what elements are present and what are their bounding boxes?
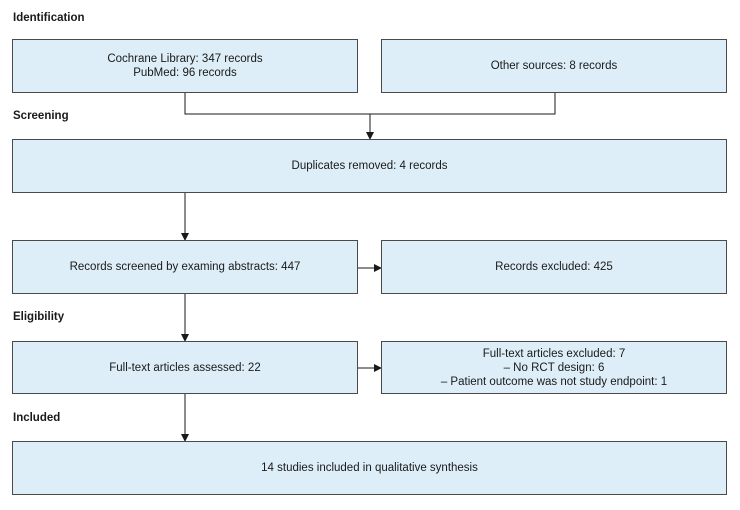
cochrane-records-text: Cochrane Library: 347 records [107, 53, 263, 65]
screened-text: Records screened by examing abstracts: 4… [69, 261, 301, 273]
excluded-box: Records excluded: 425 [381, 240, 727, 294]
fulltext-excluded-reason-endpoint: – Patient outcome was not study endpoint… [440, 375, 668, 388]
stage-label-identification: Identification [13, 12, 85, 24]
duplicates-box: Duplicates removed: 4 records [12, 139, 727, 193]
other-sources-text: Other sources: 8 records [490, 60, 618, 72]
stage-label-screening: Screening [13, 110, 69, 122]
stage-label-included: Included [13, 412, 61, 424]
excluded-text: Records excluded: 425 [495, 261, 613, 273]
stage-label-eligibility: Eligibility [13, 311, 65, 323]
included-text: 14 studies included in qualitative synth… [261, 462, 478, 474]
other-sources-box: Other sources: 8 records [381, 39, 727, 93]
merge-connector [184, 93, 556, 115]
fulltext-excluded-title: Full-text articles excluded: 7 [482, 347, 626, 360]
fulltext-assessed-box: Full-text articles assessed: 22 [12, 341, 358, 394]
duplicates-text: Duplicates removed: 4 records [291, 160, 448, 172]
cochrane-pubmed-box: Cochrane Library: 347 records PubMed: 96… [12, 39, 358, 93]
pubmed-records-text: PubMed: 96 records [133, 67, 237, 79]
screened-box: Records screened by examing abstracts: 4… [12, 240, 358, 294]
fulltext-excluded-box: Full-text articles excluded: 7 – No RCT … [381, 341, 727, 394]
fulltext-assessed-text: Full-text articles assessed: 22 [109, 361, 261, 374]
included-box: 14 studies included in qualitative synth… [12, 441, 727, 495]
fulltext-excluded-reason-rct: – No RCT design: 6 [503, 361, 605, 374]
